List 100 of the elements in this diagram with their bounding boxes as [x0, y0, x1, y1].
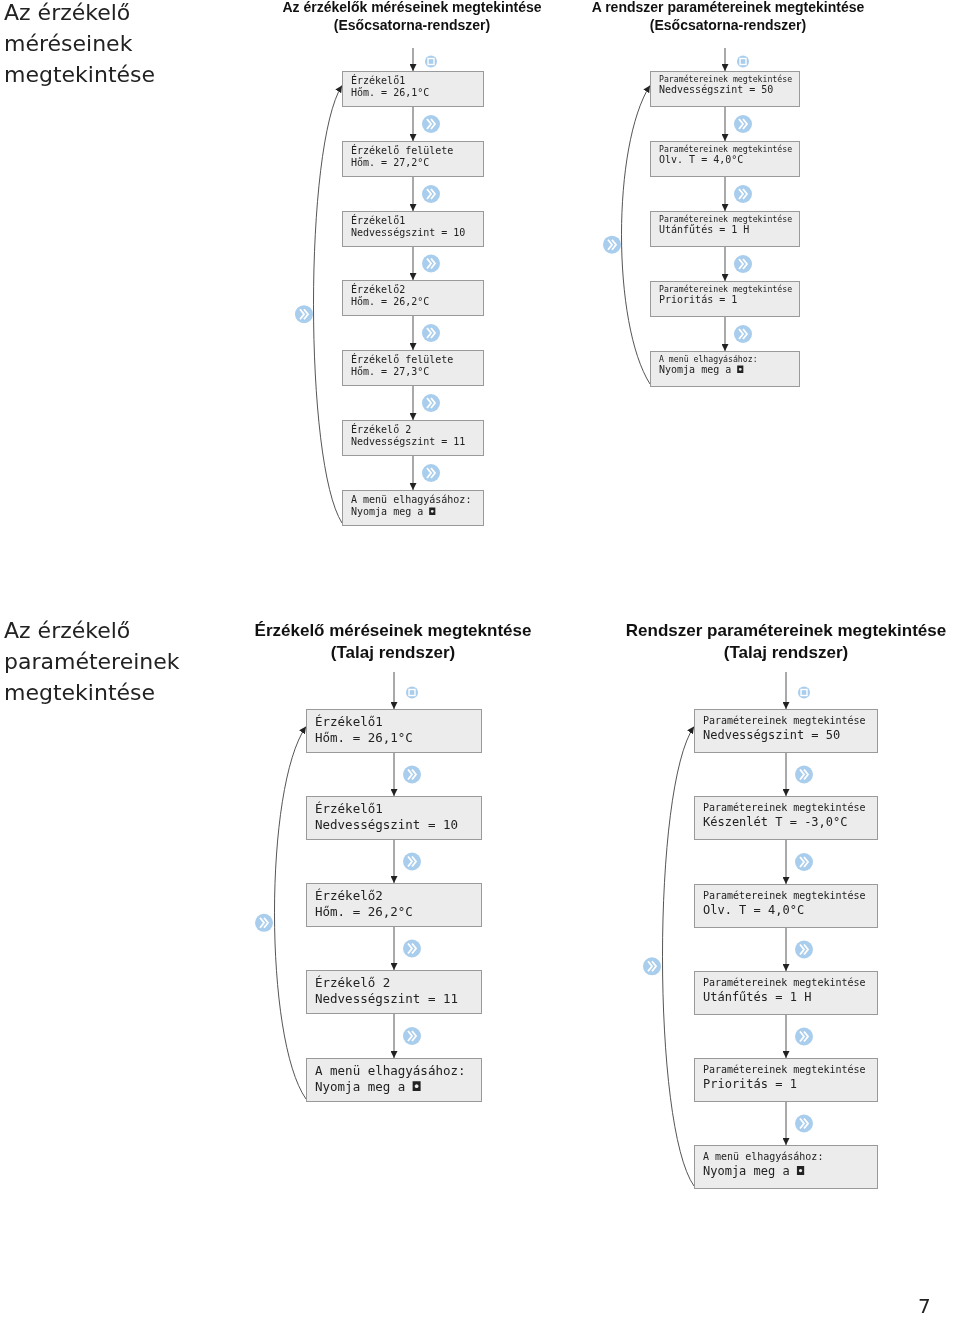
- display-text: Utánfűtés = 1 H: [703, 990, 813, 1005]
- display-text: Nyomja meg a ◘: [703, 1164, 806, 1179]
- section-subheading: A rendszer paramétereinek megtekintése (Esőcsatorna-rendszer): [590, 0, 866, 35]
- arrow: [390, 839, 398, 884]
- arrow: [409, 246, 417, 281]
- display-text: Érzékelő1: [315, 715, 384, 730]
- display-text: Prioritás = 1: [703, 1077, 798, 1092]
- arrow: [782, 752, 790, 797]
- arrow: [782, 927, 790, 972]
- lcd-screen: [650, 281, 800, 317]
- display-text: Olv. T = 4,0°C: [659, 154, 745, 166]
- display-text: Paramétereinek megtekintése: [659, 75, 793, 84]
- display-text: Érzékelő2: [351, 284, 407, 296]
- section-subheading: Érzékelő méréseinek megtekntése (Talaj rendszer): [253, 620, 533, 665]
- lcd-screen: [694, 796, 878, 840]
- arrow: [782, 1014, 790, 1059]
- display-text: Érzékelő 2: [351, 424, 413, 436]
- display-text: Nyomja meg a ◘: [315, 1080, 422, 1095]
- display-text: Paramétereinek megtekintése: [703, 1064, 867, 1076]
- display-text: A menü elhagyásához:: [659, 355, 759, 365]
- display-text: Utánfűtés = 1 H: [659, 224, 751, 236]
- display-text: Nedvességszint = 50: [659, 84, 775, 96]
- arrow: [390, 752, 398, 797]
- display-text: Nedvességszint = 10: [315, 818, 459, 833]
- arrow: [409, 385, 417, 421]
- section-subheading: Az érzékelők méréseinek megtekintése (Esőcsatorna-rendszer): [281, 0, 543, 35]
- display-text: Érzékelő2: [315, 889, 384, 904]
- display-text: Nedvességszint = 10: [351, 226, 467, 238]
- lcd-screen: [650, 71, 800, 107]
- arrow: [782, 839, 790, 885]
- display-text: Hőm. = 26,2°C: [315, 905, 414, 920]
- arrow: [313, 84, 343, 524]
- arrow: [390, 926, 398, 971]
- arrow: [782, 671, 790, 710]
- page-number: 7: [918, 1294, 931, 1318]
- lcd-screen: [650, 211, 800, 247]
- display-text: Paramétereinek megtekintése: [703, 977, 867, 989]
- display-text: Paramétereinek megtekintése: [659, 285, 793, 294]
- lcd-screen: [694, 1145, 878, 1189]
- arrow: [390, 1013, 398, 1059]
- lcd-screen: [342, 71, 484, 107]
- lcd-screen: [342, 211, 484, 247]
- lcd-screen: [342, 280, 484, 316]
- lcd-screen: [342, 490, 484, 526]
- display-text: Érzékelő1: [315, 802, 384, 817]
- lcd-screen: [306, 1058, 482, 1102]
- lcd-screen: [342, 350, 484, 386]
- display-text: Paramétereinek megtekintése: [703, 715, 867, 727]
- lcd-screen: [306, 883, 482, 927]
- arrow: [721, 47, 729, 72]
- display-text: Nedvességszint = 50: [703, 728, 842, 743]
- lcd-screen: [342, 141, 484, 177]
- display-text: Hőm. = 27,2°C: [351, 156, 431, 168]
- lcd-screen: [694, 1058, 878, 1102]
- display-text: Készenlét T = -3,0°C: [703, 815, 849, 830]
- display-text: Paramétereinek megtekintése: [659, 215, 793, 224]
- arrow: [409, 106, 417, 142]
- display-text: Érzékelő1: [351, 75, 407, 87]
- display-text: Paramétereinek megtekintése: [703, 802, 867, 814]
- lcd-screen: [306, 796, 482, 840]
- display-text: Nedvességszint = 11: [351, 435, 467, 447]
- display-text: Érzékelő felülete: [351, 145, 455, 157]
- display-text: Érzékelő 2: [315, 976, 392, 991]
- arrow: [721, 246, 729, 282]
- display-text: Hőm. = 26,1°C: [351, 86, 431, 98]
- arrow: [721, 316, 729, 352]
- display-text: Hőm. = 26,1°C: [315, 731, 414, 746]
- arrow: [274, 726, 307, 1100]
- lcd-screen: [306, 709, 482, 753]
- display-text: Paramétereinek megtekintése: [659, 145, 793, 155]
- display-text: Hőm. = 26,2°C: [351, 295, 431, 307]
- arrow: [409, 455, 417, 491]
- display-text: Paramétereinek megtekintése: [703, 890, 867, 902]
- display-text: A menü elhagyásához:: [703, 1151, 825, 1163]
- arrow: [662, 726, 695, 1187]
- arrow: [409, 47, 417, 72]
- section-heading: Az érzékelő paramétereinek megtekintése: [4, 617, 181, 707]
- lcd-screen: [650, 141, 800, 177]
- lcd-screen: [650, 351, 800, 387]
- arrow: [721, 106, 729, 142]
- arrow: [621, 84, 651, 385]
- display-text: Prioritás = 1: [659, 294, 739, 306]
- arrow: [409, 315, 417, 351]
- display-text: A menü elhagyásához:: [315, 1064, 467, 1079]
- section-heading: Az érzékelő méréseinek megtekintése: [4, 0, 157, 89]
- display-text: Nedvességszint = 11: [315, 992, 459, 1007]
- display-text: Érzékelő1: [351, 215, 407, 227]
- arrow: [721, 176, 729, 212]
- display-text: Érzékelő felülete: [351, 354, 455, 366]
- lcd-screen: [694, 884, 878, 928]
- display-text: A menü elhagyásához:: [351, 494, 473, 506]
- display-text: Hőm. = 27,3°C: [351, 365, 431, 377]
- lcd-screen: [694, 709, 878, 753]
- section-subheading: Rendszer paramétereinek megtekintése (Talaj rendszer): [624, 620, 948, 665]
- arrow: [390, 671, 398, 710]
- lcd-screen: [342, 420, 484, 456]
- arrow: [782, 1101, 790, 1146]
- display-text: Nyomja meg a ◘: [659, 364, 745, 376]
- lcd-screen: [306, 970, 482, 1014]
- display-text: Olv. T = 4,0°C: [703, 903, 806, 918]
